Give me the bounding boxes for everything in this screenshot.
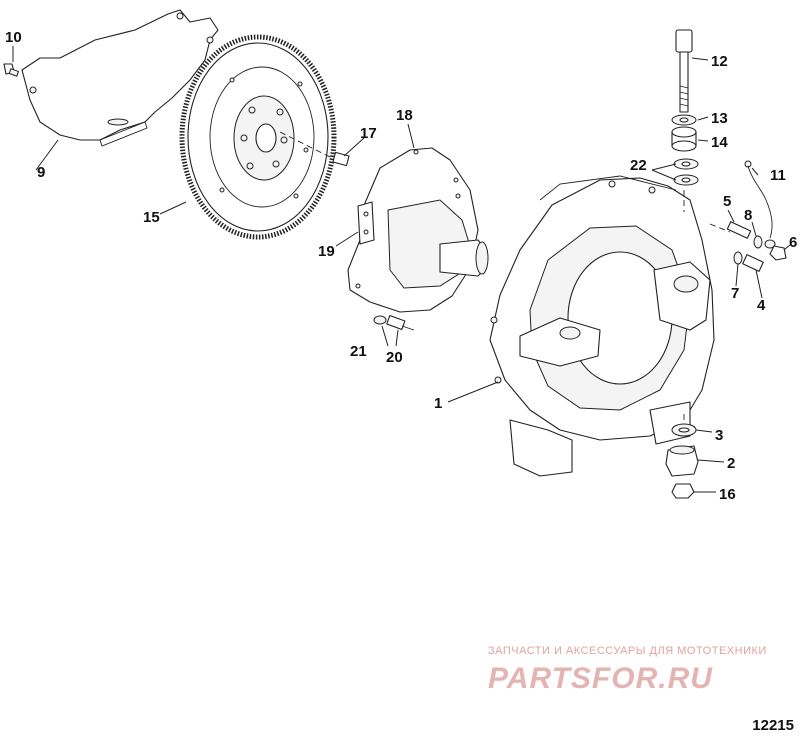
washer-8 xyxy=(753,235,763,249)
callout-18: 18 xyxy=(396,107,413,124)
callout-8: 8 xyxy=(744,207,752,224)
callout-3: 3 xyxy=(715,427,723,444)
nut-16 xyxy=(671,483,695,499)
watermark-subtitle: ЗАПЧАСТИ И АКСЕССУАРЫ ДЛЯ МОТОТЕХНИКИ xyxy=(488,645,767,657)
bolt-4 xyxy=(742,254,764,272)
callout-5: 5 xyxy=(723,193,731,210)
spacer-14 xyxy=(671,126,697,152)
callout-6: 6 xyxy=(789,234,797,251)
callout-15: 15 xyxy=(143,209,160,226)
callout-7: 7 xyxy=(731,285,739,302)
callout-labels: 10 9 15 17 18 19 21 20 1 12 13 14 22 11 … xyxy=(5,29,797,503)
callout-19: 19 xyxy=(318,243,335,260)
watermark: ЗАПЧАСТИ И АКСЕССУАРЫ ДЛЯ МОТОТЕХНИКИ PA… xyxy=(488,645,767,695)
callout-4: 4 xyxy=(757,297,766,314)
drive-coupler xyxy=(347,147,489,313)
figure-number: 12215 xyxy=(752,717,794,734)
watermark-brand: PARTSFOR.RU xyxy=(488,662,713,695)
washer-3 xyxy=(671,423,697,437)
bolt-10 xyxy=(3,63,20,77)
mount-2 xyxy=(665,445,699,477)
bolt-12 xyxy=(675,29,693,113)
callout-10: 10 xyxy=(5,29,22,46)
bolt-20 xyxy=(386,314,415,331)
nut-6 xyxy=(769,245,787,261)
flywheel xyxy=(179,34,337,240)
washers-22 xyxy=(673,158,699,186)
callout-12: 12 xyxy=(711,53,728,70)
callout-1: 1 xyxy=(434,395,442,412)
callout-13: 13 xyxy=(711,110,728,127)
callout-17: 17 xyxy=(360,125,377,142)
callout-22: 22 xyxy=(630,157,647,174)
callout-2: 2 xyxy=(727,455,735,472)
callout-16: 16 xyxy=(719,486,736,503)
callout-11: 11 xyxy=(770,167,786,184)
leader-lines xyxy=(12,46,791,493)
flywheel-cover-plate xyxy=(21,9,219,147)
washer-21 xyxy=(373,315,387,325)
stud-5 xyxy=(726,221,752,239)
bracket-19 xyxy=(357,201,375,245)
callout-21: 21 xyxy=(350,343,367,360)
washer-7 xyxy=(733,251,743,265)
washer-13 xyxy=(671,114,697,126)
flywheel-housing xyxy=(489,175,715,477)
ground-wire-11 xyxy=(744,160,776,249)
callout-20: 20 xyxy=(386,349,403,366)
callout-9: 9 xyxy=(37,164,45,181)
callout-14: 14 xyxy=(711,134,728,151)
